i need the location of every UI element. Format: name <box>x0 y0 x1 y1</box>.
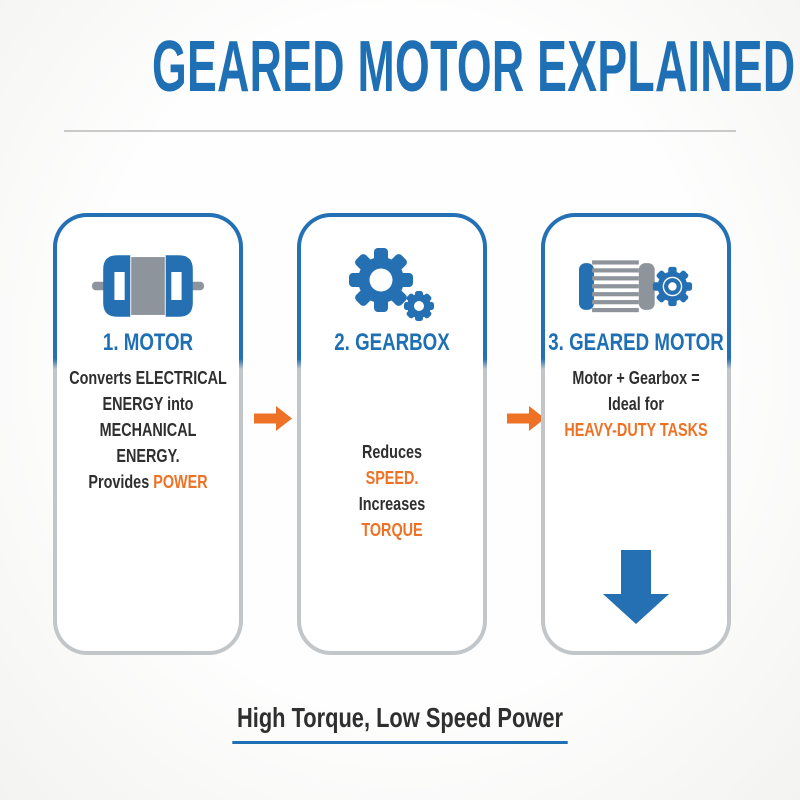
card-geared-motor-inner: 3. GEARED MOTOR Motor + Gearbox = Ideal … <box>545 217 727 651</box>
body-text-segment: Motor + Gearbox = Ideal for <box>572 368 700 414</box>
title-divider <box>64 130 736 132</box>
page-title: GEARED MOTOR EXPLAINED <box>152 27 796 107</box>
footer: High Torque, Low Speed Power <box>0 702 800 744</box>
footer-tagline: High Torque, Low Speed Power <box>232 702 568 744</box>
card-motor-body: Converts ELECTRICAL ENERGY into MECHANIC… <box>52 365 244 495</box>
right-arrow-icon <box>507 406 545 436</box>
right-arrow-icon <box>254 406 292 436</box>
motor-icon <box>57 241 239 331</box>
body-text-segment: Converts ELECTRICAL ENERGY into MECHANIC… <box>69 368 227 492</box>
card-motor-title: 1. MOTOR <box>102 329 194 356</box>
card-gearbox-body: Reduces SPEED. Increases TORQUE <box>296 439 488 543</box>
body-text-segment: HEAVY-DUTY TASKS <box>564 420 708 440</box>
card-geared-motor-body: Motor + Gearbox = Ideal for HEAVY-DUTY T… <box>540 365 732 443</box>
card-motor-inner: 1. MOTOR Converts ELECTRICAL ENERGY into… <box>57 217 239 651</box>
card-geared-motor-title: 3. GEARED MOTOR <box>548 329 724 356</box>
card-motor: 1. MOTOR Converts ELECTRICAL ENERGY into… <box>53 213 243 655</box>
card-gearbox-inner: 2. GEARBOX Reduces SPEED. Increases TORQ… <box>301 217 483 651</box>
card-gearbox-title: 2. GEARBOX <box>334 329 450 356</box>
card-geared-motor: 3. GEARED MOTOR Motor + Gearbox = Ideal … <box>541 213 731 655</box>
card-gearbox: 2. GEARBOX Reduces SPEED. Increases TORQ… <box>297 213 487 655</box>
body-text-segment: Increases <box>358 494 426 514</box>
body-text-segment: Reduces <box>361 442 423 462</box>
body-text-segment: POWER <box>153 472 208 492</box>
body-text-segment: TORQUE <box>361 520 423 540</box>
down-arrow-icon <box>603 550 669 629</box>
gears-icon <box>301 241 483 331</box>
body-text-segment: SPEED. <box>365 468 419 488</box>
geared-motor-icon <box>545 241 727 331</box>
